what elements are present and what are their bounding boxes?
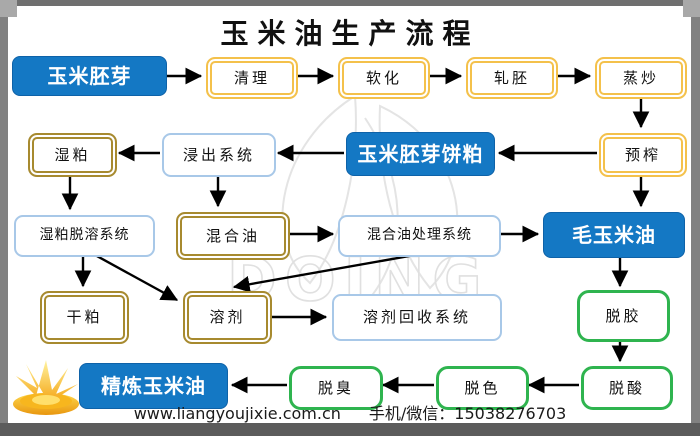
footer-website[interactable]: www.liangyoujixie.com.cn [133, 404, 341, 423]
node-mixed-oil: 混合油 [176, 212, 290, 260]
frame-corner-tl [0, 0, 17, 17]
node-refined-corn-oil: 精炼玉米油 [79, 363, 228, 409]
node-steaming: 蒸炒 [595, 57, 687, 99]
node-wet-meal: 湿粕 [28, 133, 117, 177]
node-extraction-system: 浸出系统 [162, 133, 276, 177]
frame-corner-tr [683, 0, 700, 17]
arrow [94, 253, 179, 302]
node-pre-pressing: 预榨 [599, 133, 687, 177]
node-corn-germ-cake: 玉米胚芽饼粕 [346, 132, 495, 176]
frame-left [0, 17, 8, 436]
node-mixed-oil-treatment-system: 混合油处理系统 [338, 215, 501, 257]
node-softening: 软化 [338, 57, 430, 99]
footer-contact: www.liangyoujixie.com.cn 手机/微信：1503827670… [0, 400, 700, 424]
frame-top [17, 0, 683, 6]
node-wet-meal-desolventizing-system: 湿粕脱溶系统 [14, 215, 155, 257]
oil-splash-icon [13, 360, 79, 415]
footer-phone: 手机/微信：15038276703 [368, 404, 567, 423]
node-cleaning: 清理 [206, 57, 298, 99]
node-deodorization: 脱臭 [289, 366, 383, 410]
node-corn-germ: 玉米胚芽 [12, 56, 167, 96]
node-solvent: 溶剂 [183, 291, 272, 344]
node-solvent-recovery-system: 溶剂回收系统 [332, 294, 502, 341]
node-deacidification: 脱酸 [581, 366, 673, 410]
frame-right [691, 17, 700, 436]
node-flaking: 轧胚 [466, 57, 558, 99]
node-crude-corn-oil: 毛玉米油 [543, 212, 685, 258]
frame-bottom [0, 423, 700, 436]
node-dry-meal: 干粕 [40, 291, 129, 344]
node-decolorization: 脱色 [436, 366, 529, 410]
node-degumming: 脱胶 [577, 290, 670, 342]
page-title: 玉米油生产流程 [220, 17, 480, 50]
